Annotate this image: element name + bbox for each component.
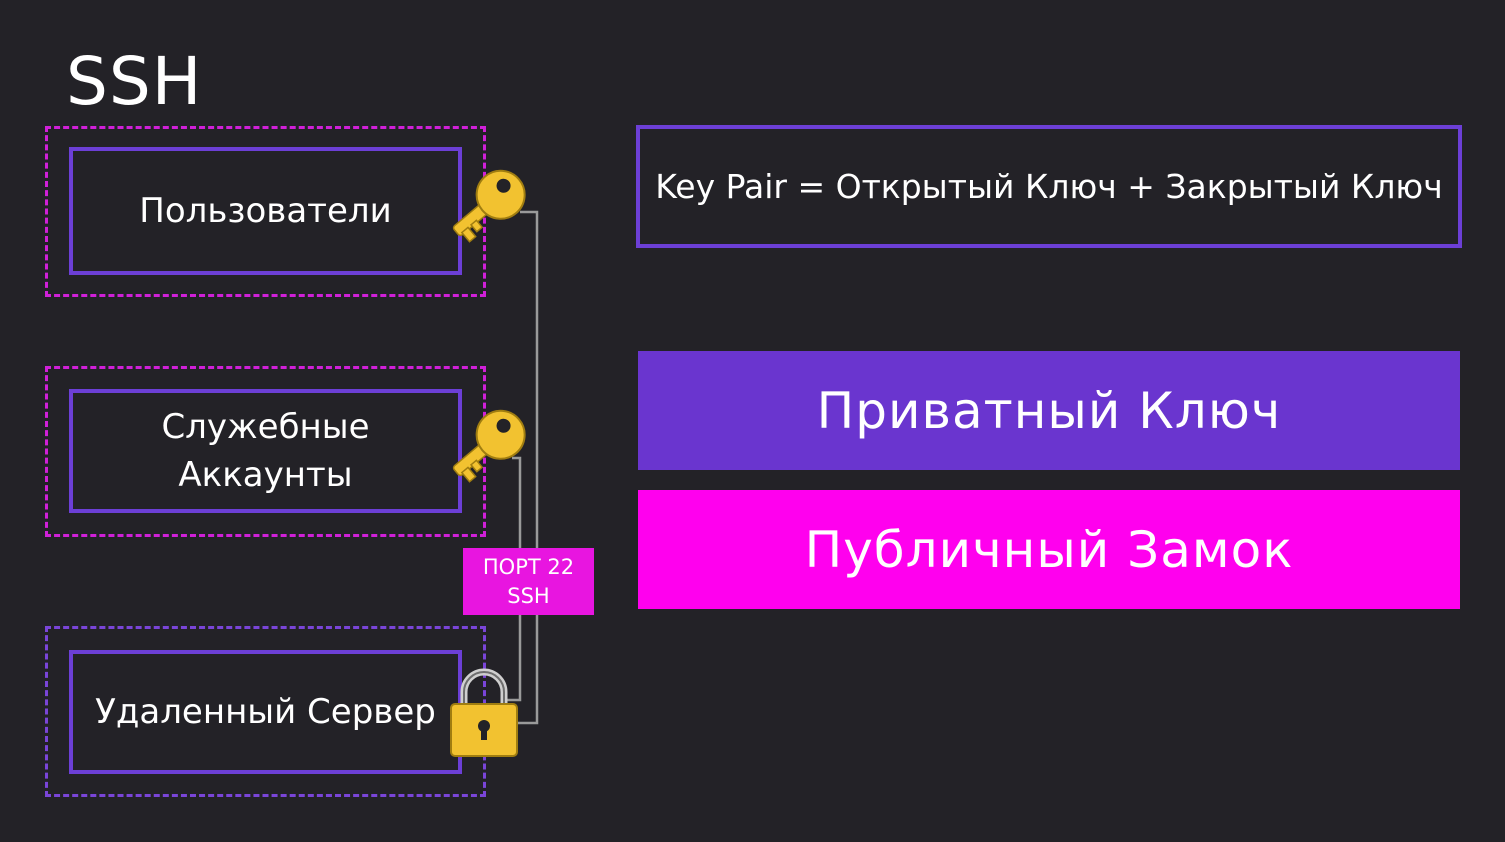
private-key-banner: Приватный Ключ [638, 351, 1460, 470]
remote-server-node: Удаленный Сервер [69, 650, 462, 774]
slide-title: SSH [66, 43, 203, 120]
users-label: Пользователи [139, 191, 392, 231]
users-node: Пользователи [69, 147, 462, 275]
public-lock-label: Публичный Замок [804, 520, 1294, 579]
public-lock-banner: Публичный Замок [638, 490, 1460, 609]
service-accounts-node: Служебные Аккаунты [69, 389, 462, 513]
service-accounts-label: Служебные Аккаунты [161, 407, 370, 495]
users-to-server-line [513, 210, 539, 725]
keypair-box: Key Pair = Открытый Ключ + Закрытый Ключ [636, 125, 1462, 248]
padlock-icon [450, 668, 518, 757]
remote-server-label: Удаленный Сервер [95, 692, 436, 732]
port-badge-line1: ПОРТ 22 [482, 554, 575, 579]
key-icon [452, 409, 526, 483]
private-key-label: Приватный Ключ [816, 381, 1282, 440]
key-icon [452, 169, 526, 243]
port-22-badge: ПОРТ 22 SSH [463, 548, 594, 615]
keypair-formula: Key Pair = Открытый Ключ + Закрытый Ключ [655, 167, 1443, 206]
port-badge-line2: SSH [507, 583, 550, 608]
